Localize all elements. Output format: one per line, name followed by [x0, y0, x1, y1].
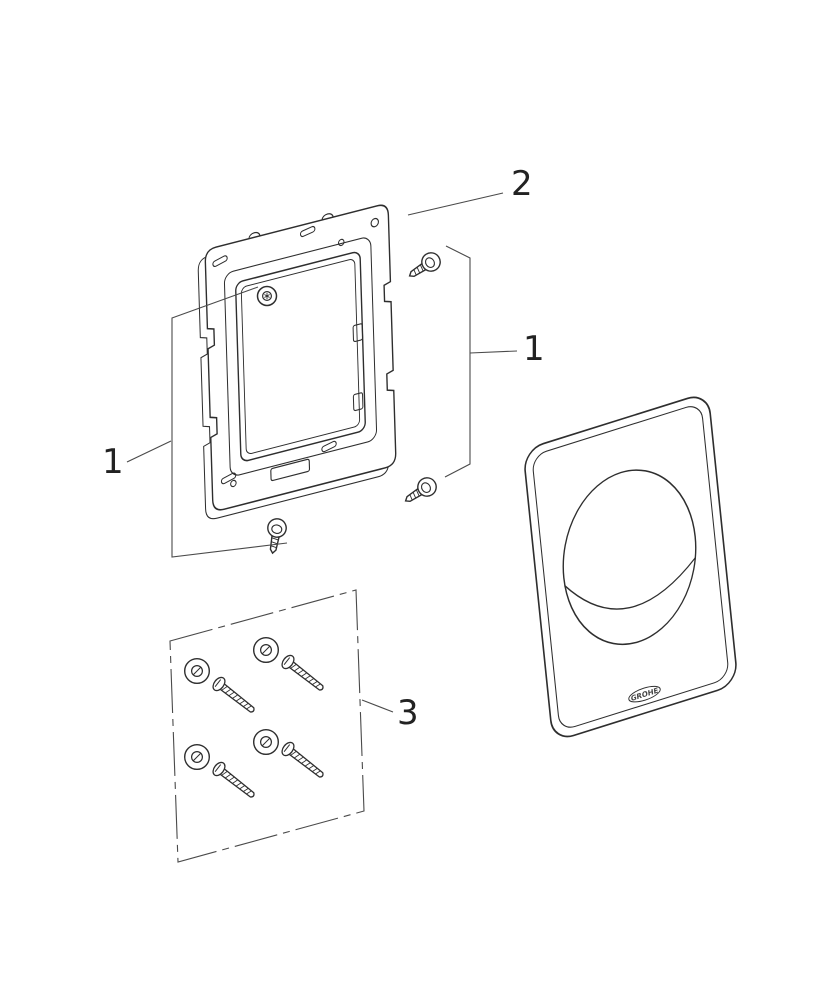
frame-hole: [370, 217, 379, 228]
set-screw: [279, 739, 328, 783]
frame-front-outline: [204, 204, 397, 511]
washer: [183, 658, 211, 684]
bracket-left-screws: [171, 286, 288, 558]
bracket-right-screws: [444, 245, 471, 478]
set-screw: [210, 674, 259, 718]
frame-slot: [220, 472, 237, 485]
leader-label-3: [361, 699, 394, 713]
frame-screw-top-left: [256, 285, 278, 307]
callout-label-2: 2: [511, 164, 533, 204]
screw-washer-set: [183, 637, 328, 803]
frame-slot: [299, 225, 316, 238]
leader-label-1-right: [469, 350, 518, 354]
frame-top-tabs: [248, 213, 334, 239]
frame-slot: [212, 255, 228, 268]
frame-hole: [338, 238, 345, 247]
callout-label-3: 3: [397, 693, 419, 733]
frame-screw-bottom-right: [399, 473, 441, 510]
frame-hole: [230, 479, 237, 488]
callout-label-1-left: 1: [102, 442, 124, 482]
flush-button-split-line: [564, 557, 696, 610]
frame-bottom-cutout: [270, 458, 311, 482]
screw-set-boundary-plane: [169, 589, 365, 863]
frame-opening: [235, 251, 366, 462]
callout-labels: 1 1 2 3: [102, 164, 545, 733]
frame-raised-rim: [223, 237, 378, 476]
frame-screw-bottom-left: [262, 516, 289, 556]
set-screw: [279, 652, 328, 696]
leader-label-2: [407, 192, 504, 216]
set-screw: [210, 759, 259, 803]
frame-hook-tab: [352, 392, 364, 412]
washer: [183, 744, 211, 770]
frame-opening-inner-wall: [240, 259, 361, 455]
washer: [252, 729, 279, 755]
frame-screw-top-right: [403, 248, 445, 285]
flush-plate: GROHE: [524, 396, 737, 738]
frame-hook-tab: [352, 323, 364, 343]
leader-label-1-left: [126, 440, 172, 463]
brand-logo-oval: [628, 685, 661, 703]
callout-lines: [126, 192, 518, 713]
mounting-frame: [197, 204, 397, 520]
flush-button: [562, 469, 697, 646]
callout-label-1-right: 1: [523, 329, 545, 369]
frame-slot: [321, 440, 337, 453]
washer: [252, 637, 279, 663]
